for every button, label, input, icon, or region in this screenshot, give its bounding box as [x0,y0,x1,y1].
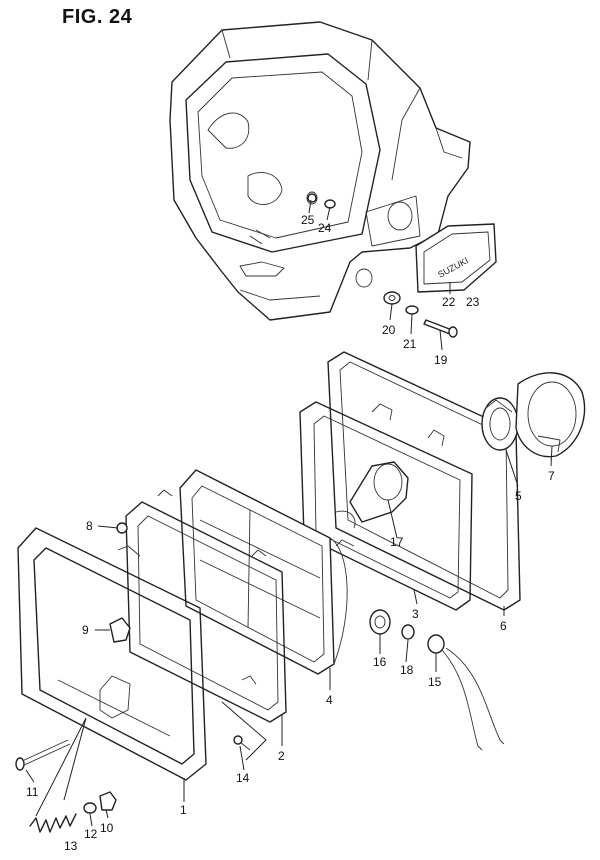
grommet-16 [369,609,391,635]
callout-2: 2 [278,749,285,763]
callout-24: 24 [318,221,332,235]
callout-13: 13 [64,839,78,853]
callout-7: 7 [548,469,555,483]
washer-24 [324,199,336,209]
screw-19 [423,319,458,338]
socket-15 [427,634,505,751]
gasket-plate [327,351,521,611]
callout-15: 15 [428,675,442,689]
callout-18: 18 [400,663,414,677]
callout-21: 21 [403,337,417,351]
adjust-screw-11 [15,739,71,771]
callout-22: 22 [442,295,456,309]
callout-5: 5 [515,489,522,503]
inner-rim [125,489,287,723]
leader-lines [25,199,553,827]
grommet-20 [383,291,401,305]
callout-19: 19 [434,353,448,367]
callout-10: 10 [100,821,114,835]
sealed-beam-unit [179,469,348,675]
callout-8: 8 [86,519,93,533]
nut-10 [99,791,117,811]
callout-1: 1 [180,803,187,817]
headlight-housing [169,21,471,321]
rubber-cover [515,372,586,458]
nut-9 [109,617,131,643]
washer-12 [83,802,97,814]
callout-20: 20 [382,323,396,337]
emblem-badge: SUZUKI [415,223,497,293]
outer-rim [17,527,207,781]
callout-16: 16 [373,655,387,669]
callout-23: 23 [466,295,480,309]
figure-title: FIG. 24 [62,6,133,28]
washer-21 [405,305,419,315]
callout-3: 3 [412,607,419,621]
spring-13 [29,813,77,833]
screw-14 [233,735,251,751]
bulb-socket [335,461,409,529]
callout-14: 14 [236,771,250,785]
callout-4: 4 [326,693,333,707]
socket-ring [481,397,519,451]
callout-25: 25 [301,213,315,227]
callout-6: 6 [500,619,507,633]
callout-12: 12 [84,827,98,841]
screw-25 [307,193,317,203]
callout-9: 9 [82,623,89,637]
callout-17: 17 [390,535,404,549]
screw-8 [116,522,128,534]
bulb-18 [401,624,415,640]
callout-labels: 25 24 22 23 20 21 19 5 7 17 8 3 6 9 16 1… [26,213,555,853]
callout-11: 11 [26,785,39,799]
